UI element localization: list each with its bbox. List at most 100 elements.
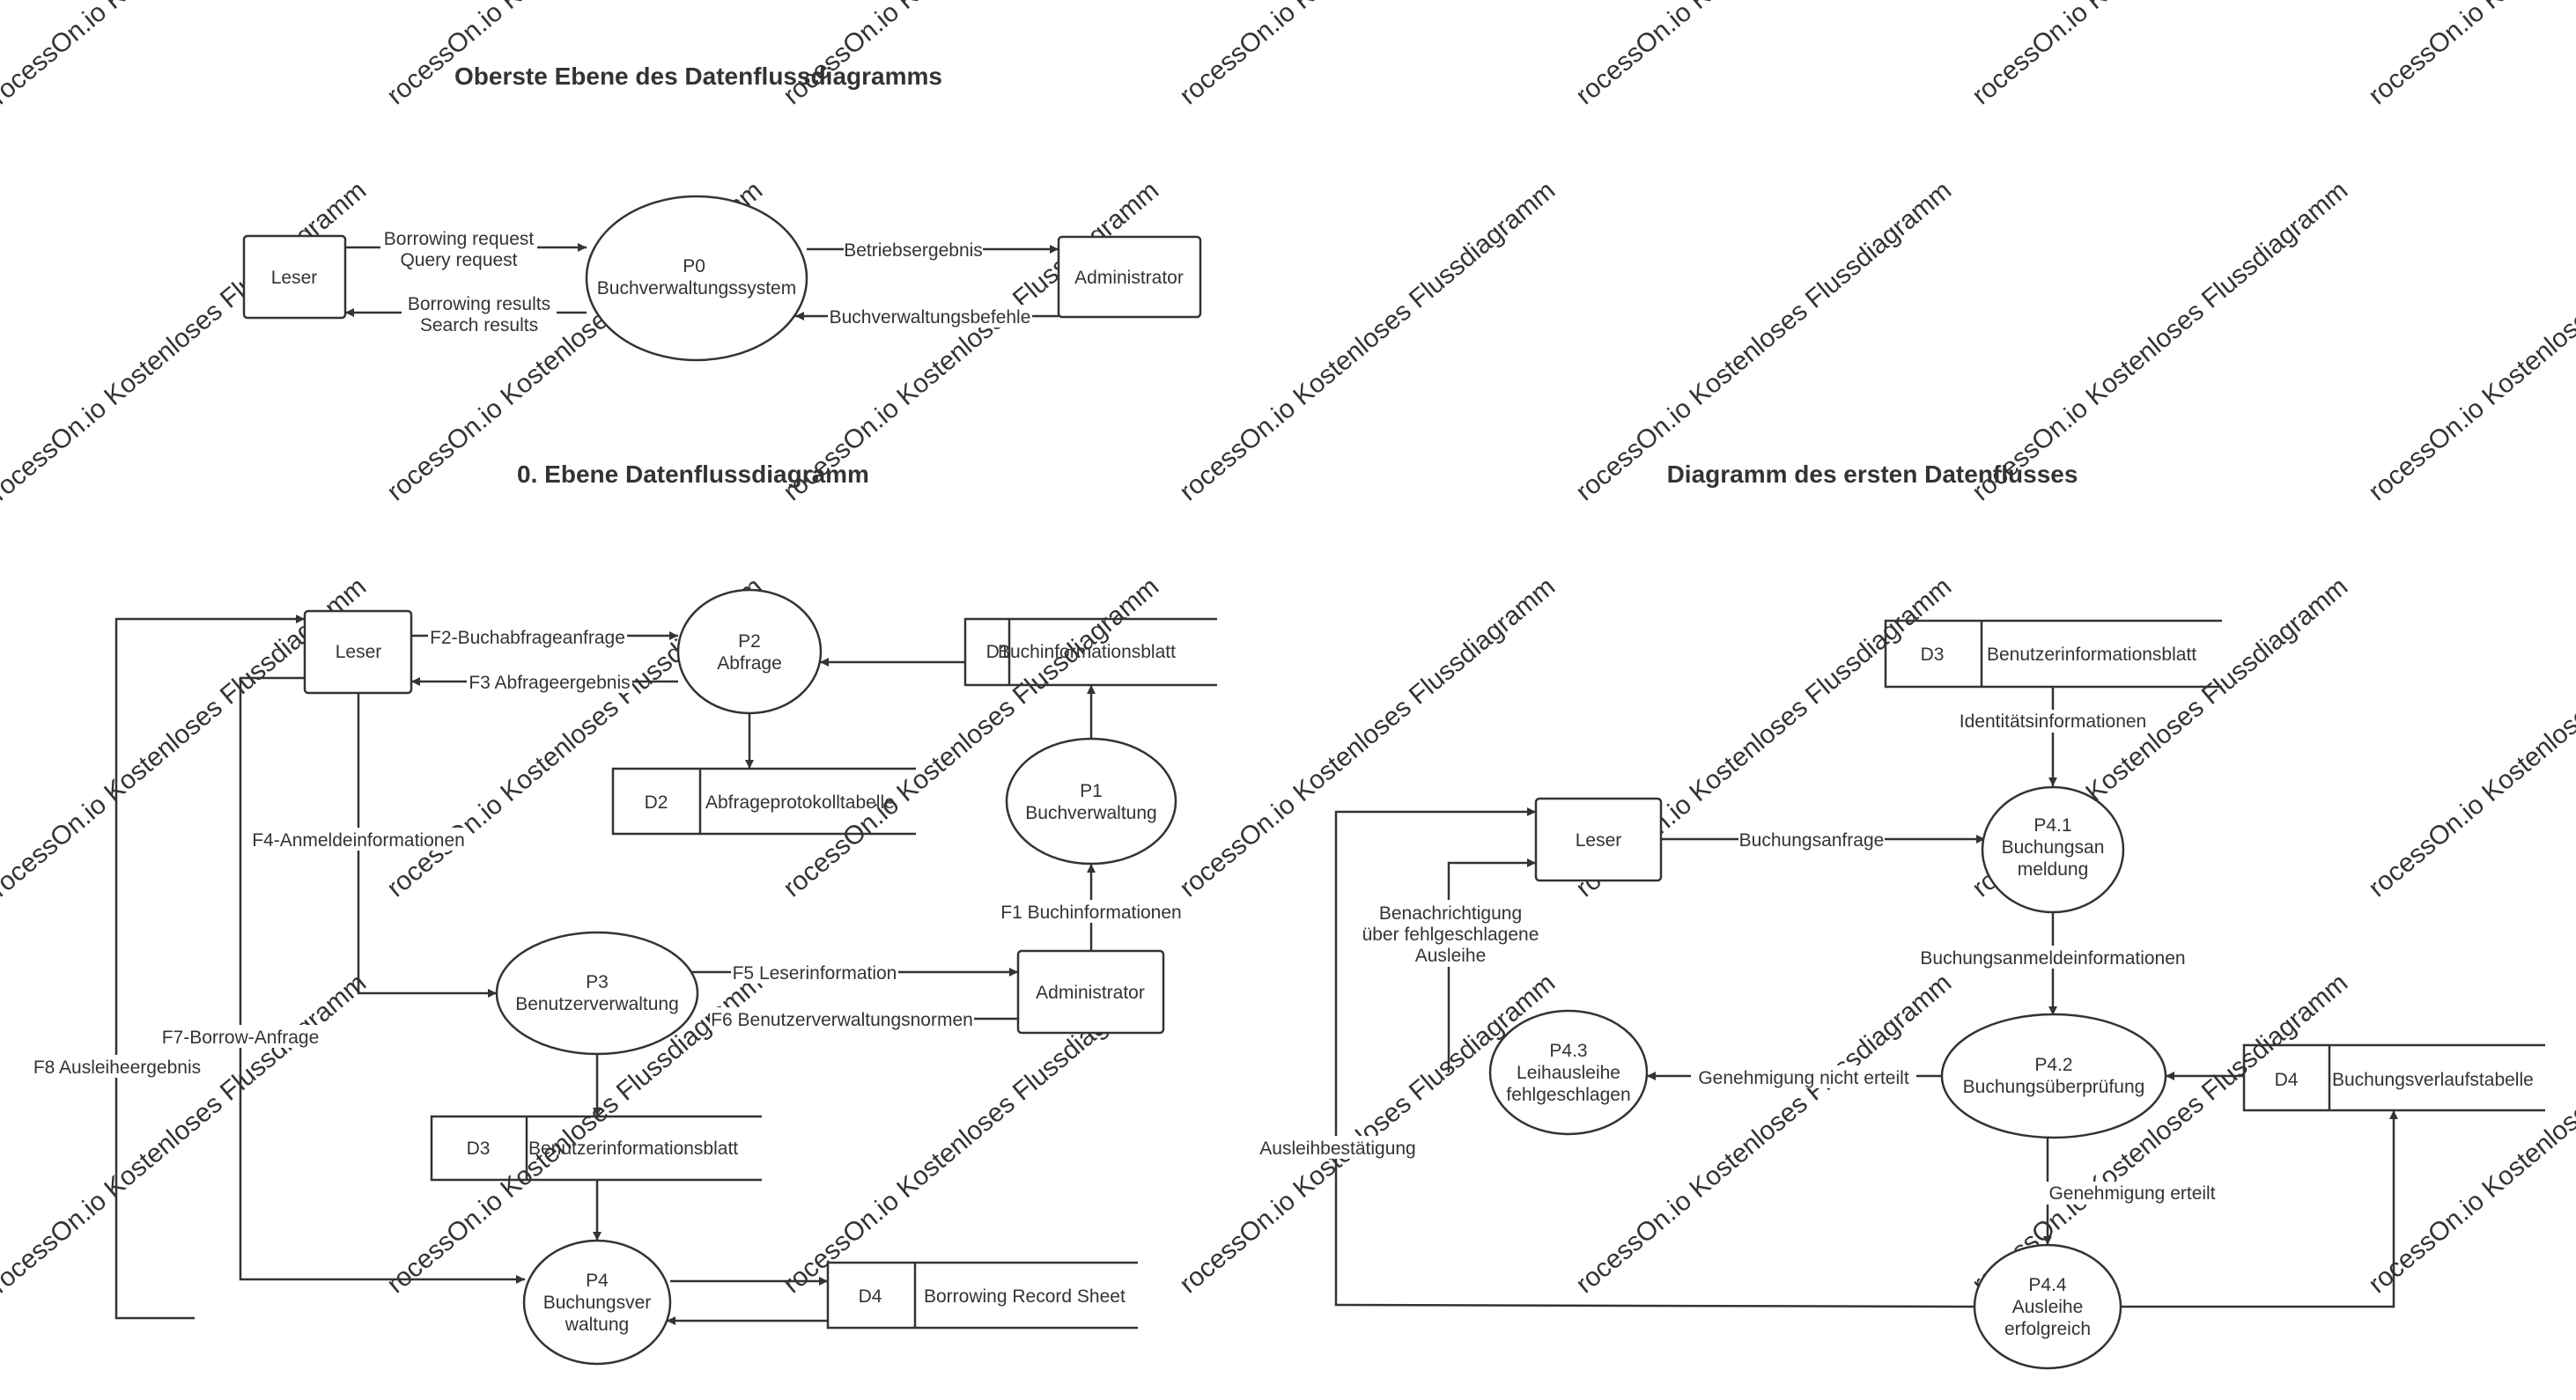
datastore-d3-benutzerinformationsblatt-level0[interactable]: D3 Benutzerinformationsblatt [430, 1115, 762, 1182]
flow-buchungsanmelde-label: Buchungsanmeldeinformationen [1916, 946, 2189, 969]
watermark-text: rocessOn.io Kostenloses Flussdiagramm [2363, 572, 2576, 903]
entity-administrator-top[interactable] [1057, 235, 1202, 319]
entity-leser-first-label: Leser [1576, 830, 1622, 851]
svg-text:Ausleihbestätigung: Ausleihbestätigung [1259, 1138, 1415, 1159]
watermark-text: rocessOn.io Kostenloses Flussdiagramm [1174, 176, 1561, 507]
flow-p44-to-d4-arrow [2121, 1110, 2398, 1308]
svg-text:F7-Borrow-Anfrage: F7-Borrow-Anfrage [162, 1028, 320, 1048]
process-p1[interactable] [1005, 737, 1177, 866]
svg-text:D3: D3 [467, 1138, 491, 1159]
entity-leser-level0[interactable] [303, 609, 413, 695]
process-p2[interactable] [676, 588, 823, 715]
watermark-text: rocessOn.io Kostenloses Flussdiagramm [2363, 176, 2576, 507]
svg-text:F4-Anmeldeinformationen: F4-Anmeldeinformationen [252, 830, 465, 851]
svg-text:F5 Leserinformation: F5 Leserinformation [733, 963, 897, 984]
flow-betriebsergebnis-label: Betriebsergebnis [844, 238, 983, 261]
svg-text:Betriebsergebnis: Betriebsergebnis [844, 240, 983, 261]
flow-f4-label: F4-Anmeldeinformationen [248, 828, 469, 851]
flow-erteilt-label: Genehmigung erteilt [2043, 1182, 2225, 1205]
flow-nicht-erteilt-label: Genehmigung nicht erteilt [1691, 1065, 1916, 1088]
svg-text:Buchungsanfrage: Buchungsanfrage [1739, 830, 1885, 851]
entity-administrator-top-label: Administrator [1074, 268, 1184, 288]
datastore-d4-borrowing-record-sheet[interactable]: D4 Borrowing Record Sheet [826, 1261, 1138, 1330]
flow-f7-arrow [239, 676, 525, 1284]
watermark-text: rocessOn.io Kostenloses Flussdiagramm [381, 0, 768, 110]
process-p4[interactable] [522, 1239, 672, 1366]
svg-text:D4: D4 [859, 1286, 882, 1307]
watermark-text: rocessOn.io Kostenloses Flussdiagramm [0, 969, 372, 1300]
process-p3[interactable] [495, 931, 699, 1056]
svg-text:Identitätsinformationen: Identitätsinformationen [1960, 711, 2146, 732]
svg-text:D1: D1 [986, 642, 1010, 662]
flow-f8-label: F8 Ausleiheergebnis [32, 1055, 203, 1078]
svg-text:Buchungsanmeldeinformationen: Buchungsanmeldeinformationen [1920, 948, 2185, 969]
svg-text:D2: D2 [645, 792, 668, 813]
process-p41[interactable] [1981, 785, 2125, 914]
flow-benachrichtigung-arrow [1447, 858, 1536, 1072]
entity-administrator-level0-label: Administrator [1036, 983, 1145, 1003]
svg-text:Benutzerinformationsblatt: Benutzerinformationsblatt [528, 1138, 738, 1159]
watermark-text: rocessOn.io Kostenloses Flussdiagramm [1174, 0, 1561, 110]
process-p0[interactable] [585, 195, 808, 362]
svg-text:Abfrageprotokolltabelle: Abfrageprotokolltabelle [705, 792, 895, 813]
svg-text:Buchungsverlaufstabelle: Buchungsverlaufstabelle [2332, 1070, 2534, 1090]
flow-identity-label: Identitätsinformationen [1952, 710, 2154, 733]
svg-text:Benutzerinformationsblatt: Benutzerinformationsblatt [1987, 645, 2196, 665]
svg-text:Buchinformationsblatt: Buchinformationsblatt [998, 642, 1176, 662]
datastore-d3-benutzerinformationsblatt-first[interactable]: D3 Benutzerinformationsblatt [1884, 619, 2222, 689]
datastore-d2-abfrageprotokolltabelle[interactable]: D2 Abfrageprotokolltabelle [611, 767, 916, 836]
svg-text:F6 Benutzerverwaltungsnormen: F6 Benutzerverwaltungsnormen [711, 1010, 973, 1030]
flow-f1-label: F1 Buchinformationen [999, 900, 1184, 923]
flow-f5-label: F5 Leserinformation [731, 961, 898, 984]
watermark-text: rocessOn.io Kostenloses Flussdiagramm [1967, 0, 2353, 110]
svg-text:Borrowing Record Sheet: Borrowing Record Sheet [924, 1286, 1126, 1307]
entity-leser-level0-label: Leser [336, 642, 382, 662]
datastore-d4-buchungsverlaufstabelle[interactable]: D4 Buchungsverlaufstabelle [2242, 1043, 2545, 1112]
entity-leser-top[interactable] [242, 234, 347, 320]
flow-f4-arrow [357, 693, 497, 998]
svg-text:Genehmigung nicht erteilt: Genehmigung nicht erteilt [1698, 1068, 1908, 1088]
flow-f6-label: F6 Benutzerverwaltungsnormen [710, 1007, 974, 1030]
flow-f2-label: F2-Buchabfrageanfrage [428, 625, 627, 648]
svg-text:D3: D3 [1921, 645, 1945, 665]
watermark-text: rocessOn.io Kostenloses Flussdiagramm [778, 0, 1164, 110]
svg-text:D4: D4 [2275, 1070, 2299, 1090]
title-top-level: Oberste Ebene des Datenflussdiagramms [454, 63, 942, 90]
svg-text:F3 Abfrageergebnis: F3 Abfrageergebnis [469, 673, 630, 693]
flow-bestaetigung-label: Ausleihbestätigung [1258, 1136, 1418, 1159]
datastore-d1-buchinformationsblatt[interactable]: D1 Buchinformationsblatt [963, 617, 1217, 687]
flow-f8-arrow [114, 615, 305, 1320]
title-first-level: Diagramm des ersten Datenflusses [1667, 461, 2078, 488]
flow-f3-label: F3 Abfrageergebnis [467, 670, 632, 693]
watermark-text: rocessOn.io Kostenloses Flussdiagramm [0, 176, 372, 507]
process-p43[interactable] [1488, 1009, 1649, 1136]
watermark-text: rocessOn.io Kostenloses Flussdiagramm [1570, 0, 1957, 110]
watermark-text: rocessOn.io Kostenloses Flussdiagramm [778, 176, 1164, 507]
svg-text:F2-Buchabfrageanfrage: F2-Buchabfrageanfrage [430, 628, 625, 648]
title-level-0: 0. Ebene Datenflussdiagramm [517, 461, 869, 488]
watermark-text: rocessOn.io Kostenloses Flussdiagramm [1570, 176, 1957, 507]
flow-f7-label: F7-Borrow-Anfrage [157, 1025, 324, 1048]
process-p42[interactable] [1940, 1013, 2167, 1139]
entity-leser-first[interactable] [1534, 797, 1663, 882]
process-p44[interactable] [1973, 1243, 2122, 1370]
flow-buchungsanfrage-label: Buchungsanfrage [1738, 828, 1885, 851]
watermark-text: rocessOn.io Kostenloses Flussdiagramm [1570, 969, 1957, 1300]
watermark-text: rocessOn.io Kostenloses Flussdiagramm [1174, 572, 1561, 903]
entity-administrator-level0[interactable] [1016, 949, 1165, 1035]
